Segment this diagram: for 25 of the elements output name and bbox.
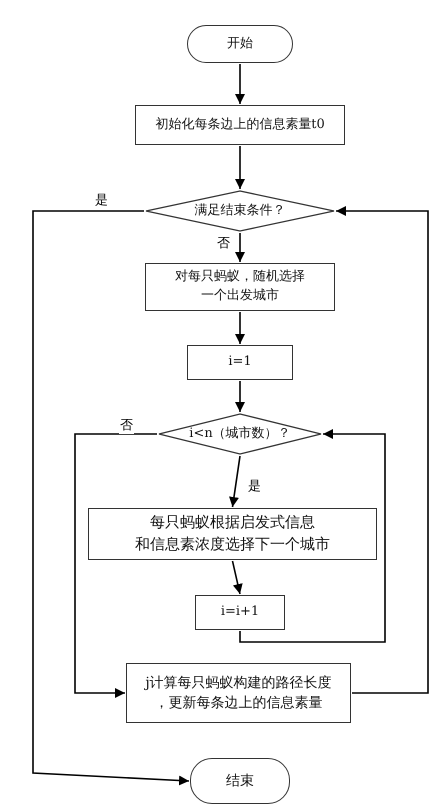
arrow (74, 433, 157, 698)
arrow (235, 146, 245, 189)
edge-label: 是 (247, 479, 262, 495)
process-box: 每只蚂蚁根据启发式信息和信息素浓度选择下一个城市 (88, 508, 377, 560)
arrow (235, 233, 245, 262)
process-box: i=1 (187, 345, 293, 380)
arrow (336, 206, 429, 694)
edge-label: 否 (119, 418, 134, 434)
terminal-box: 开始 (187, 25, 293, 63)
edge-label: 是 (94, 193, 109, 209)
decision-diamond: 满足结束条件？ (145, 190, 335, 232)
terminal-box: 结束 (190, 758, 290, 804)
arrow (235, 64, 245, 104)
arrow (232, 560, 243, 594)
arrow (235, 312, 245, 344)
process-box: i=i+1 (195, 595, 285, 630)
arrow (32, 210, 190, 786)
edge-label: 否 (216, 236, 231, 252)
arrow (235, 381, 245, 412)
arrow (229, 456, 241, 508)
arrow (239, 429, 386, 643)
decision-diamond: i<n（城市数）？ (158, 413, 322, 455)
process-box: 初始化每条边上的信息素量t0 (135, 105, 345, 145)
process-box: 对每只蚂蚁，随机选择一个出发城市 (145, 263, 335, 311)
process-box: j计算每只蚂蚁构建的路径长度，更新每条边上的信息素量 (126, 663, 351, 723)
